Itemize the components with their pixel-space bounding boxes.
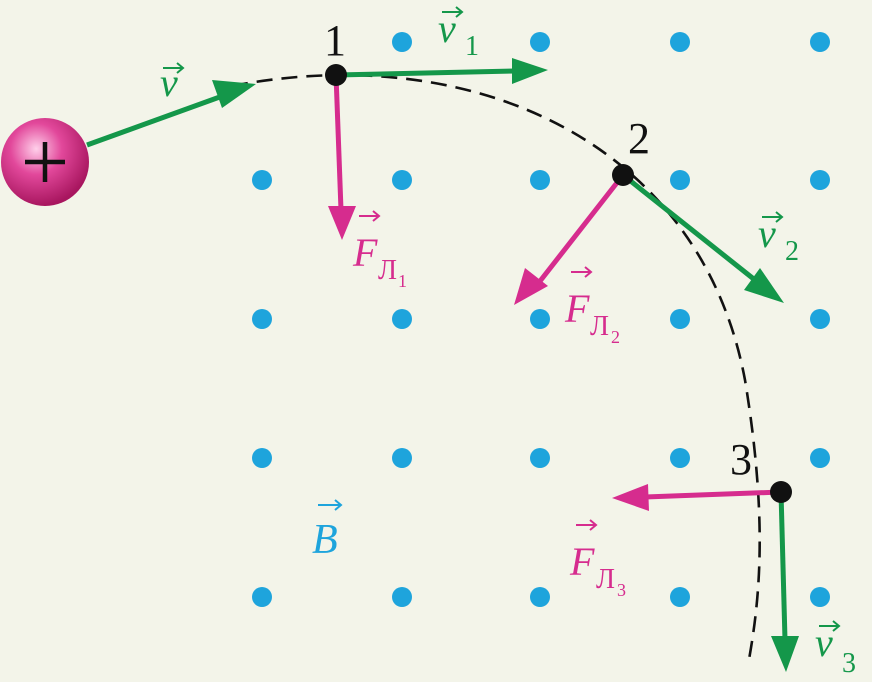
magnetic-field-label: B [312,499,343,563]
point-1-force-arrow [328,74,356,240]
point-2-marker [612,164,634,186]
svg-text:1: 1 [398,271,407,291]
vector-arrow-icon [576,519,598,531]
field-dot [810,587,830,607]
field-dot [392,448,412,468]
field-dot [252,170,272,190]
svg-text:1: 1 [465,31,479,62]
point-2-velocity-arrow [621,173,784,303]
field-dot [530,170,550,190]
svg-text:v: v [758,211,776,256]
field-dot [392,309,412,329]
point-1-velocity-label: v 1 [438,6,479,62]
field-dot [670,309,690,329]
svg-text:v: v [160,60,178,105]
field-dot [530,587,550,607]
point-2-velocity-label: v 2 [758,211,799,267]
vector-arrow-icon [762,211,784,223]
initial-velocity-arrow [86,80,256,148]
svg-text:B: B [312,517,338,563]
point-1-velocity-arrow [335,58,548,84]
svg-text:3: 3 [842,648,856,679]
field-dot [252,587,272,607]
point-3-number: 3 [730,435,752,484]
field-dot [810,170,830,190]
svg-text:Л: Л [378,255,397,286]
field-dot [252,309,272,329]
field-dot [670,170,690,190]
field-dot [670,32,690,52]
vector-arrow-icon [318,499,343,511]
point-3-force-arrow [612,484,782,511]
point-1-number: 1 [324,16,346,65]
point-1-force-label: F Л 1 [352,210,407,291]
positive-charge [1,118,89,206]
point-3-marker [770,481,792,503]
field-dot [392,32,412,52]
point-2-force-arrow [514,173,625,305]
field-dot [670,587,690,607]
field-dot [392,170,412,190]
vector-arrow-icon [819,620,841,632]
field-dot [392,587,412,607]
vector-arrow-icon [359,210,381,222]
svg-text:3: 3 [617,580,626,600]
svg-text:Л: Л [596,564,615,595]
trajectory-arc [231,73,761,666]
point-3-force-label: F Л 3 [569,519,626,600]
point-2-force-label: F Л 2 [564,266,620,347]
field-dot [670,448,690,468]
field-dot [810,32,830,52]
svg-text:Л: Л [590,311,609,342]
point-3-velocity-arrow [771,491,799,672]
svg-text:F: F [569,539,595,584]
svg-text:v: v [438,6,456,51]
field-dot [810,309,830,329]
field-dot [530,309,550,329]
svg-text:v: v [815,620,833,665]
vector-arrow-icon [442,6,464,18]
field-dot [530,32,550,52]
point-3-velocity-label: v 3 [815,620,856,679]
vector-arrow-icon [571,266,593,278]
field-dot [530,448,550,468]
field-dot [252,448,272,468]
velocity-label: v [160,60,185,105]
svg-text:2: 2 [611,327,620,347]
magnetic-field-dots [252,32,830,607]
vector-arrow-icon [163,62,185,74]
point-1-marker [325,64,347,86]
svg-text:F: F [352,230,378,275]
svg-text:2: 2 [785,236,799,267]
point-2-number: 2 [628,114,650,163]
plus-sign-icon [25,142,65,182]
svg-text:F: F [564,286,590,331]
field-dot [810,448,830,468]
